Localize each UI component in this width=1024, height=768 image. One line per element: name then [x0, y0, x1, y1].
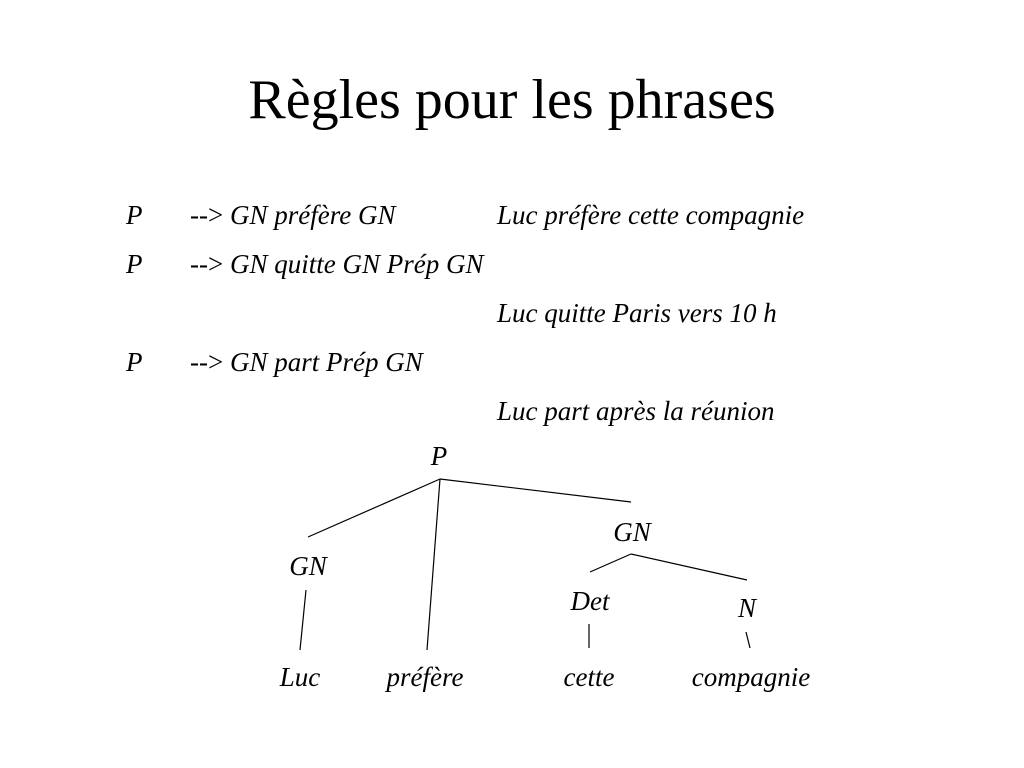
tree-leaf-luc: Luc [279, 662, 321, 692]
edge-n-compagnie [745, 631, 751, 649]
rule-2-example: Luc quitte Paris vers 10 h [497, 298, 777, 328]
rule-1-rewrite: --> GN préfère GN [190, 199, 395, 231]
tree-node-n: N [737, 593, 758, 623]
rule-3-expansion: GN part Prép GN [229, 347, 423, 377]
rule-3-symbol: P [126, 347, 143, 377]
tree-node-gn-left: GN [289, 551, 328, 581]
rule-2-arrow: --> [190, 249, 224, 279]
rule-2-rewrite: --> GN quitte GN Prép GN [190, 248, 483, 280]
rule-2-symbol: P [126, 249, 143, 279]
rule-1-symbol: P [126, 200, 143, 230]
rule-1-expansion: GN préfère GN [229, 200, 396, 230]
tree-node-gn-right: GN [613, 517, 652, 547]
edge-gn-right-n [630, 553, 748, 581]
rule-2-expansion: GN quitte GN Prép GN [229, 249, 484, 279]
tree-leaf-prefere: préfère [385, 662, 464, 692]
edge-p-gn-right [439, 478, 632, 503]
edge-p-gn-left [307, 478, 441, 538]
rule-3-example: Luc part après la réunion [497, 396, 775, 426]
tree-leaf-cette: cette [564, 662, 615, 692]
rule-1-arrow: --> [190, 200, 224, 230]
edge-gn-left-luc [299, 589, 307, 651]
edge-gn-right-det [589, 553, 632, 573]
rule-3-arrow: --> [190, 347, 224, 377]
tree-node-det: Det [570, 586, 611, 616]
rule-1-example: Luc préfère cette compagnie [497, 200, 805, 230]
rule-3-rewrite: --> GN part Prép GN [190, 346, 423, 378]
edge-p-prefere [426, 478, 441, 651]
tree-node-root: P [430, 441, 448, 471]
tree-leaf-compagnie: compagnie [692, 662, 810, 692]
slide-title: Règles pour les phrases [248, 69, 776, 131]
